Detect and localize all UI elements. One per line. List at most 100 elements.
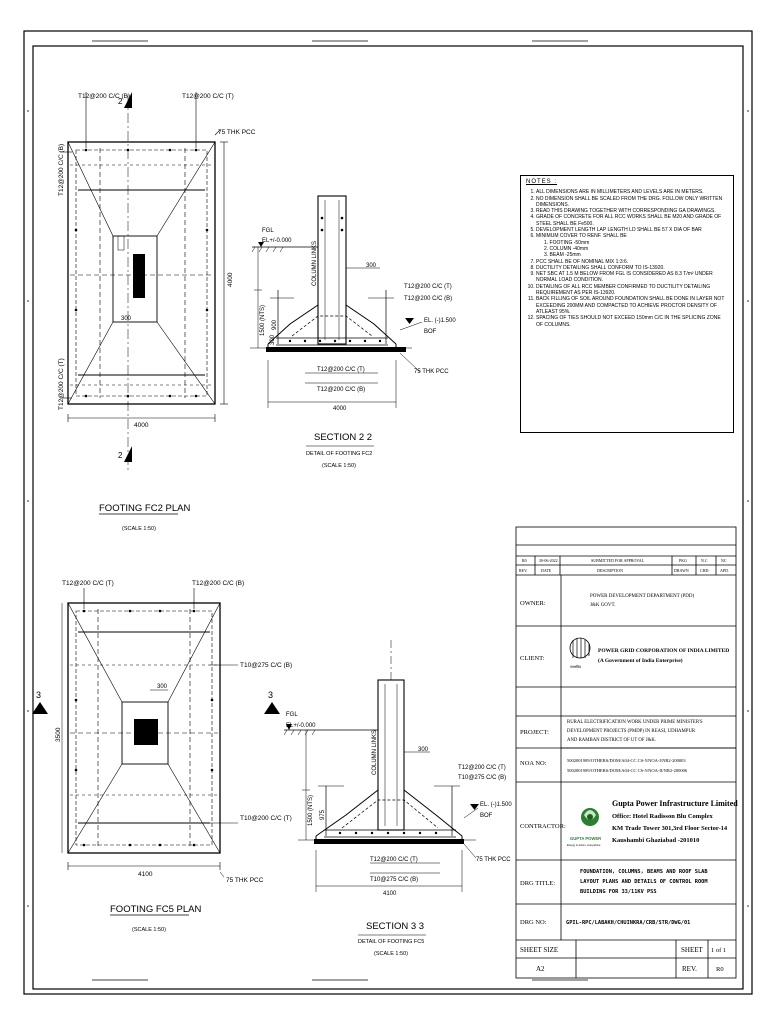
fc2-section-arrow-top: [124, 92, 132, 108]
drg-title-label: DRG TITLE:: [520, 880, 555, 887]
fc5-section-mark-right: 3: [268, 690, 273, 700]
gupta-logo-text: GUPTA POWER: [570, 836, 601, 841]
rev-row-rev: R0: [522, 558, 527, 563]
rev-head-drn: DRAWN: [674, 568, 689, 573]
s33-el: EL. (-)1.500: [480, 802, 512, 808]
fc2-column: [133, 254, 145, 298]
s22-pcc: 75 THK PCC: [414, 369, 449, 375]
fc2-top-bar-left: T12@200 C/C (B): [78, 93, 130, 100]
s22-dim-900: 900: [272, 319, 278, 330]
drg-title-line-2: LAYOUT PLANS AND DETAILS OF CONTROL ROOM: [580, 879, 708, 885]
fc2-dim-height: 4000: [227, 272, 234, 287]
s33-subtitle: DETAIL OF FOOTING FC5: [358, 939, 424, 945]
contractor-label: CONTRACTOR:: [520, 823, 566, 830]
fc2-plan-scale: (SCALE 1:50): [122, 526, 156, 532]
client-label: CLIENT:: [520, 655, 545, 662]
outer-border: [23, 30, 753, 995]
project-line-3: AND RAMBAN DISTRICT OF UT OF J&K.: [567, 738, 656, 743]
fc5-dim-col: 300: [157, 684, 168, 690]
fc2-plan-title: FOOTING FC2 PLAN: [99, 503, 190, 514]
rev-row-drn: PKG: [679, 558, 687, 563]
notes-list: ALL DIMENSIONS ARE IN MILLIMETERS AND LE…: [526, 189, 728, 328]
grid-ticks: [27, 40, 749, 981]
s33-bof: BOF: [480, 813, 493, 819]
s33-bot-t: T12@200 C/C (T): [370, 857, 418, 863]
s22-fgl: FGL: [262, 228, 274, 234]
noa-line-2: 5002001909/OTHERS/DOM/A04-CC CS-5/NOA-II…: [567, 768, 688, 773]
rev-head-desc: DESCRIPTION: [597, 568, 623, 573]
note-item: MINIMUM COVER TO RENF. SHALL BE 1. FOOTI…: [536, 233, 728, 258]
fc5-section-mark-left: 3: [36, 690, 41, 700]
s22-el: EL. (-)1.500: [424, 318, 456, 324]
note-item: BACK FILLING OF SOIL AROUND FOUNDATION S…: [536, 296, 728, 315]
fc2-left-bar-bottom: T12@200 C/C (T): [58, 358, 65, 410]
rev-row-apd: NC: [721, 558, 727, 563]
s33-bot-b: T10@275 C/C (B): [370, 877, 418, 883]
s33-top-b: T10@275 C/C (B): [458, 775, 506, 781]
fc2-section-arrow-bottom: [124, 446, 132, 462]
s22-bot-b: T12@200 C/C (B): [317, 387, 365, 393]
s22-fgl-el: EL+/-0.000: [262, 238, 292, 244]
s33-dim-300: 300: [418, 747, 429, 753]
section-3-3: [283, 640, 479, 892]
s22-dim-300b: 300: [270, 334, 276, 345]
project-label: PROJECT:: [520, 729, 549, 736]
fc5-right-top: T10@275 C/C (B): [240, 662, 292, 669]
s22-dim-1500: 1500 (NTS): [260, 305, 266, 336]
fc5-plan-title: FOOTING FC5 PLAN: [110, 904, 201, 915]
section-2-2-fgl-marker: [258, 242, 264, 247]
contractor-line-1: Office: Hotel Radisson Blu Complex: [612, 813, 713, 820]
drg-title-line-3: BUILDING FOR 33/11KV PSS: [580, 889, 657, 895]
s33-pcc: 75 THK PCC: [476, 857, 511, 863]
fc2-section-mark-bottom: 2: [118, 451, 123, 460]
s33-dim-1500: 1500 (NTS): [308, 795, 314, 826]
fc5-right-bottom: T10@200 C/C (T): [240, 815, 292, 822]
contractor-name: Gupta Power Infrastructure Limited: [612, 799, 738, 808]
noa-line-1: 5002001909/OTHERS/DOM/A04-CC CS-5/NOA-I/…: [567, 758, 686, 763]
svg-text:पावरग्रिड: पावरग्रिड: [570, 664, 581, 669]
fc5-section-arrow-left: [32, 702, 48, 714]
fc2-dim-col: 300: [121, 316, 132, 322]
sheet-value: 1 of 1: [711, 947, 726, 954]
s33-dim-width: 4100: [383, 891, 397, 897]
s33-fgl-el: EL+/-0.000: [286, 723, 316, 729]
fc2-bar-dots: [74, 148, 209, 398]
fc5-section-arrow-right: [264, 702, 280, 714]
s33-dim-975: 975: [320, 809, 326, 820]
footing-fc5-plan: [61, 588, 238, 878]
project-line-1: RURAL ELECTRIFICATION WORK UNDER PRIME M…: [567, 720, 703, 725]
client-line-2: (A Government of India Enterprise): [598, 657, 683, 664]
note-item: ALL DIMENSIONS ARE IN MILLIMETERS AND LE…: [536, 189, 728, 195]
note-cover-footing: 1. FOOTING -50mm: [544, 239, 590, 246]
note-cover-column: 2. COLUMN -40mm: [544, 245, 589, 252]
client-line-1: POWER GRID CORPORATION OF INDIA LIMITED: [598, 648, 729, 654]
rev-label: REV.: [682, 965, 697, 973]
powergrid-logo: पावरग्रिड: [569, 637, 591, 669]
note-item: NET SBC AT 1.5 M BELOW FROM FGL IS CONSI…: [536, 271, 728, 284]
contractor-line-3: Kaushambi Ghaziabad -201010: [612, 837, 699, 844]
s22-top-b: T12@200 C/C (B): [404, 296, 452, 302]
section-3-3-level-marker: [470, 804, 479, 810]
rev-head-chd: CHD.: [700, 568, 709, 573]
drg-no: GPIL-RPC/LABAKH/CHUINKRA/CRB/STR/DWG/01: [566, 920, 690, 926]
notes-panel: NOTES : ALL DIMENSIONS ARE IN MILLIMETER…: [520, 175, 734, 433]
s22-dim-300: 300: [366, 263, 377, 269]
section-2-2-bar-dots: [288, 216, 382, 343]
fc5-bar-dots: [74, 609, 214, 847]
rev-row-desc: SUBMITTED FOR APPROVAL: [591, 558, 645, 563]
rev-value: R0: [716, 966, 724, 973]
note-item: GRADE OF CONCRETE FOR ALL RCC WORKS SHAL…: [536, 214, 728, 227]
s22-subtitle: DETAIL OF FOOTING FC2: [306, 451, 372, 457]
section-2-2: [250, 195, 423, 408]
inner-border: [32, 45, 744, 990]
fc5-dim-height: 3500: [55, 727, 62, 742]
note-item: NO DIMENSION SHALL BE SCALED FROM THE DR…: [536, 196, 728, 209]
s22-scale: (SCALE 1:50): [322, 463, 356, 469]
note-item: DETAILING OF ALL RCC MEMBER CONFIRMED TO…: [536, 284, 728, 297]
note-cover-beam: 3. BEAM -25mm: [544, 252, 581, 259]
title-block: [515, 526, 737, 979]
sheet-label: SHEET: [681, 946, 704, 954]
s33-scale: (SCALE 1:50): [374, 951, 408, 957]
fc5-top-right: T12@200 C/C (B): [192, 580, 244, 587]
